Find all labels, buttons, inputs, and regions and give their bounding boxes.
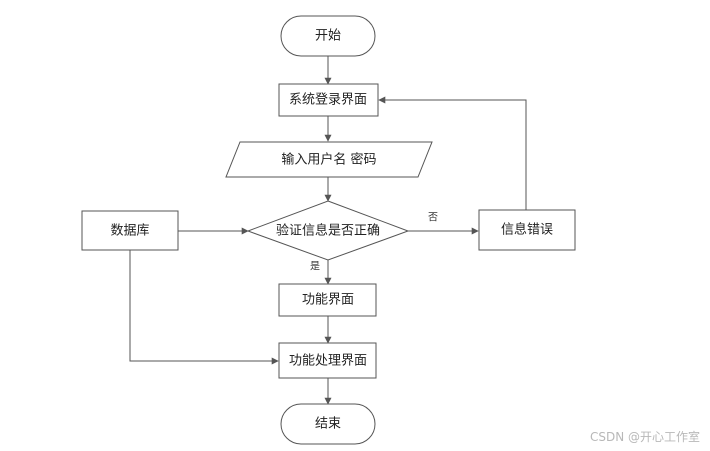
database-box (81, 210, 179, 251)
edge-database-to-process (129, 250, 279, 365)
nodes (81, 15, 576, 445)
login-box (278, 83, 379, 117)
input-label: 输入用户名 密码 (281, 152, 376, 168)
edge-error-to-login (378, 96, 527, 210)
node-labels: 开始 系统登录界面 输入用户名 密码 数据库 验证信息是否正确 信息错误 功能界… (110, 29, 553, 432)
login-label: 系统登录界面 (289, 93, 367, 108)
edge-label-no: 否 (428, 212, 438, 224)
verify-decision (246, 200, 410, 261)
function-box (278, 283, 377, 317)
start-label: 开始 (315, 29, 341, 44)
edge-labels: 否 是 (310, 212, 438, 273)
start-terminal (280, 15, 376, 57)
edges (129, 56, 527, 405)
input-parallelogram (225, 141, 433, 178)
edge-label-yes: 是 (310, 261, 320, 273)
verify-label: 验证信息是否正确 (276, 223, 380, 239)
process-box (278, 342, 377, 379)
end-terminal (280, 403, 376, 445)
database-label: 数据库 (110, 223, 149, 239)
error-label: 信息错误 (501, 222, 553, 238)
end-label: 结束 (315, 417, 341, 432)
watermark: CSDN @开心工作室 (589, 430, 700, 444)
error-box (478, 209, 576, 251)
process-label: 功能处理界面 (289, 354, 367, 369)
function-label: 功能界面 (302, 293, 354, 308)
